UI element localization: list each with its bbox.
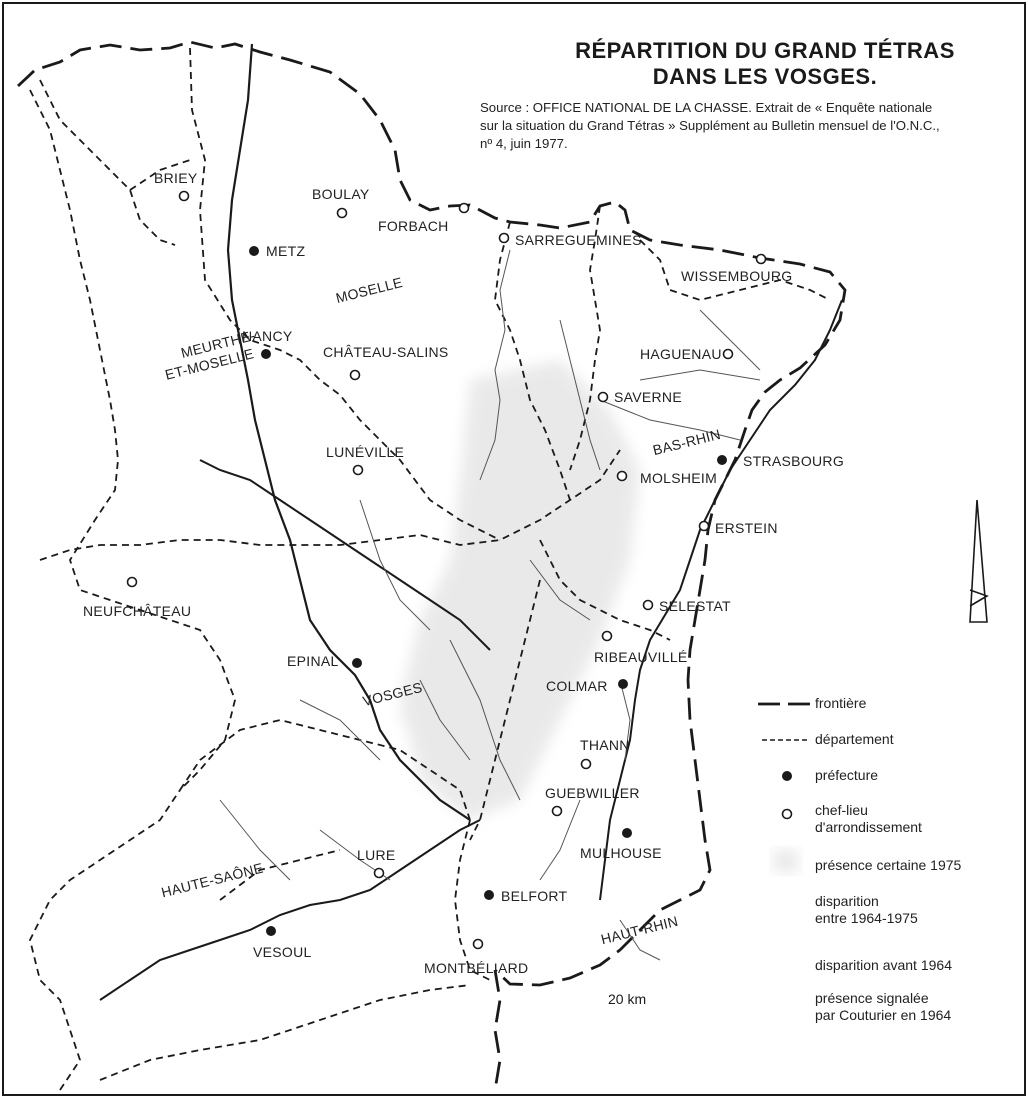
label-colmar: COLMAR <box>546 678 608 694</box>
label-epinal: EPINAL <box>287 653 339 669</box>
briey-marker <box>178 190 190 202</box>
strasbourg-marker <box>717 455 727 465</box>
scale-label: 20 km <box>608 991 647 1007</box>
boulay-marker <box>336 207 348 219</box>
source-line1: Source : OFFICE NATIONAL DE LA CHASSE. E… <box>480 100 933 115</box>
neufchateau-marker <box>126 576 138 588</box>
legend-presence-swatch <box>774 850 798 872</box>
map-title-line2: DANS LES VOSGES. <box>652 64 878 89</box>
label-sarreguemines: SARREGUEMINES <box>515 232 642 248</box>
label-neufchateau: NEUFCHÂTEAU <box>83 603 192 619</box>
legend-disparition-avant: disparition avant 1964 <box>815 957 952 973</box>
selestat-marker <box>642 599 654 611</box>
legend-chef-lieu-1: chef-lieu <box>815 802 868 818</box>
label-luneville: LUNÉVILLE <box>326 444 405 460</box>
presence-area <box>400 360 640 820</box>
legend-symbols <box>758 702 810 872</box>
label-vesoul: VESOUL <box>253 944 312 960</box>
label-erstein: ERSTEIN <box>715 520 778 536</box>
label-belfort: BELFORT <box>501 888 568 904</box>
label-guebwiller: GUEBWILLER <box>545 785 640 801</box>
label-metz: METZ <box>266 243 306 259</box>
haguenau-marker <box>722 348 734 360</box>
frontier-lines <box>17 40 847 1091</box>
mulhouse-marker <box>622 828 632 838</box>
legend-frontiere: frontière <box>815 695 867 711</box>
prefecture-markers <box>249 246 727 936</box>
belfort-marker <box>484 890 494 900</box>
label-mulhouse: MULHOUSE <box>580 845 662 861</box>
source-line2: sur la situation du Grand Tétras » Suppl… <box>480 118 940 133</box>
sarreguemines-marker <box>498 232 510 244</box>
subprefecture-markers <box>126 190 767 950</box>
legend-presence-1975: présence certaine 1975 <box>815 857 962 873</box>
legend-signalee-1: présence signalée <box>815 990 929 1006</box>
legend-prefecture-dot <box>782 771 792 781</box>
map-title-line1: RÉPARTITION DU GRAND TÉTRAS <box>575 38 955 63</box>
legend-signalee-2: par Couturier en 1964 <box>815 1007 952 1023</box>
rivers <box>99 43 843 1001</box>
lure-marker <box>373 867 385 879</box>
source-line3: nº 4, juin 1977. <box>480 136 568 151</box>
chateau-salins-marker <box>349 369 361 381</box>
wissembourg-marker <box>755 253 767 265</box>
label-wissembourg: WISSEMBOURG <box>681 268 793 284</box>
ribeauville-marker <box>601 630 613 642</box>
legend-departement: département <box>815 731 894 747</box>
label-thann: THANN <box>580 737 630 753</box>
label-ribeauville: RIBEAUVILLÉ <box>594 649 688 665</box>
department-lines <box>29 47 831 1091</box>
label-haguenau: HAGUENAU <box>640 346 722 362</box>
metz-marker <box>249 246 259 256</box>
forbach-marker <box>458 202 470 214</box>
legend-disparition-2: entre 1964-1975 <box>815 910 918 926</box>
label-molsheim: MOLSHEIM <box>640 470 718 486</box>
label-montbeliard: MONTBÉLIARD <box>424 960 529 976</box>
nancy-marker <box>261 349 271 359</box>
label-selestat: SÉLESTAT <box>659 598 731 614</box>
guebwiller-marker <box>551 805 563 817</box>
label-briey: BRIEY <box>154 170 198 186</box>
vesoul-marker <box>266 926 276 936</box>
label-chateau-salins: CHÂTEAU-SALINS <box>323 344 449 360</box>
label-strasbourg: STRASBOURG <box>743 453 845 469</box>
label-nancy: NANCY <box>242 328 293 344</box>
molsheim-marker <box>616 470 628 482</box>
epinal-marker <box>352 658 362 668</box>
legend-disparition-1: disparition <box>815 893 879 909</box>
label-saverne: SAVERNE <box>614 389 682 405</box>
luneville-marker <box>352 464 364 476</box>
erstein-marker <box>698 520 710 532</box>
label-lure: LURE <box>357 847 396 863</box>
saverne-marker <box>597 391 609 403</box>
label-forbach: FORBACH <box>378 218 449 234</box>
north-arrow-icon <box>969 499 989 623</box>
legend-chef-lieu-2: d'arrondissement <box>815 819 922 835</box>
montbeliard-marker <box>472 938 484 950</box>
legend-prefecture: préfecture <box>815 767 879 783</box>
label-boulay: BOULAY <box>312 186 370 202</box>
legend-subprefecture-circle <box>781 808 793 820</box>
colmar-marker <box>618 679 628 689</box>
thann-marker <box>580 758 592 770</box>
